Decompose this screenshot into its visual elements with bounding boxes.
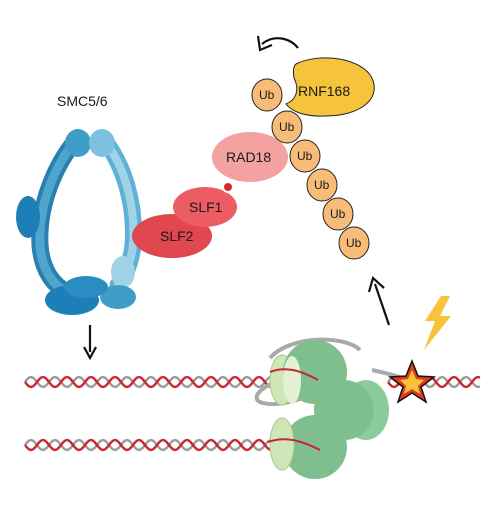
ubiquitin-4: Ub (306, 168, 338, 202)
rad18-label: RAD18 (226, 149, 271, 165)
dna-backbone-red (24, 438, 280, 452)
smc-kleisin (100, 285, 136, 309)
slf2-label: SLF2 (160, 228, 194, 244)
ubiquitin-bead (338, 226, 370, 260)
lightning-bolt-icon (424, 296, 451, 350)
smc5-arm-highlight (35, 135, 81, 297)
arrow-up (367, 275, 391, 326)
star-center (400, 370, 424, 394)
arrow-down (83, 325, 97, 361)
rnf168-label: RNF168 (298, 83, 350, 99)
nucleosome-bottom (267, 415, 347, 479)
slf1-protein (173, 187, 237, 227)
smc-head-top (64, 276, 108, 298)
ubiquitin-bead (322, 197, 354, 231)
smc-side-subunit (16, 196, 40, 238)
ubiquitin-bead (271, 110, 303, 144)
dna-strand-bottom (24, 438, 280, 452)
ubiquitin-bead (251, 78, 283, 112)
smc6-hinge (89, 129, 115, 157)
dna-backbone-gray (24, 438, 280, 452)
ubiquitin-bead (289, 139, 321, 173)
ubiquitin-label: Ub (279, 120, 295, 134)
nucleosome-rim-top (283, 356, 301, 404)
dna-backbone-red (24, 375, 278, 389)
smc6-head (111, 256, 135, 288)
histone-disc-bottom (269, 417, 295, 471)
ubiquitin-1: Ub (251, 78, 283, 112)
ubiquitin-bead (306, 168, 338, 202)
smc5-hinge (65, 129, 91, 157)
ubiquitin-label: Ub (297, 149, 313, 163)
ubiquitin-6: Ub (338, 226, 370, 260)
curved-arrow (256, 35, 299, 52)
rad18-protein (212, 132, 288, 182)
phospho-dot (222, 181, 234, 193)
smc5-6-label: SMC5/6 (57, 93, 108, 109)
rnf168-protein (285, 57, 375, 117)
ubiquitin-3: Ub (289, 139, 321, 173)
ubiquitin-label: Ub (330, 207, 346, 221)
ubiquitin-label: Ub (314, 178, 330, 192)
ubiquitin-2: Ub (271, 110, 303, 144)
slf1-label: SLF1 (189, 199, 223, 215)
ubiquitin-5: Ub (322, 197, 354, 231)
dna-backbone-gray (24, 375, 278, 389)
smc5-6-complex (16, 129, 142, 315)
ubiquitin-label: Ub (259, 88, 275, 102)
ubiquitin-label: Ub (346, 236, 362, 250)
